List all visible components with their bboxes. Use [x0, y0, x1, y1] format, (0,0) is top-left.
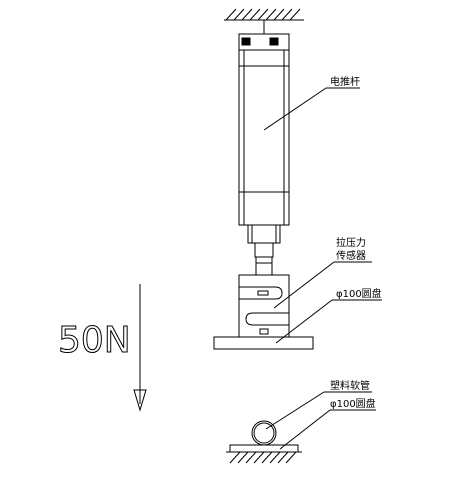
top-fixed-support — [224, 8, 304, 21]
disk-bottom — [229, 444, 299, 453]
force-value: 50N — [58, 320, 131, 361]
label-tube: 塑料软管 — [330, 379, 370, 392]
force-sensor — [238, 256, 290, 338]
label-sensor-line1: 拉压力 — [336, 236, 366, 249]
electric-actuator — [238, 20, 290, 258]
label-sensor-line2: 传感器 — [336, 249, 366, 262]
disk-top — [213, 336, 314, 350]
arrow-down-icon — [133, 389, 147, 412]
leader-lines — [263, 87, 382, 450]
force-arrow — [133, 284, 147, 412]
label-disk-bottom: φ100圆盘 — [330, 397, 376, 410]
bolt-right-icon — [269, 37, 279, 46]
label-actuator: 电推杆 — [330, 75, 360, 88]
plastic-tube — [251, 420, 277, 446]
bottom-fixed-support — [226, 420, 302, 464]
bolt-left-icon — [241, 37, 251, 46]
label-disk-top: φ100圆盘 — [336, 287, 382, 300]
